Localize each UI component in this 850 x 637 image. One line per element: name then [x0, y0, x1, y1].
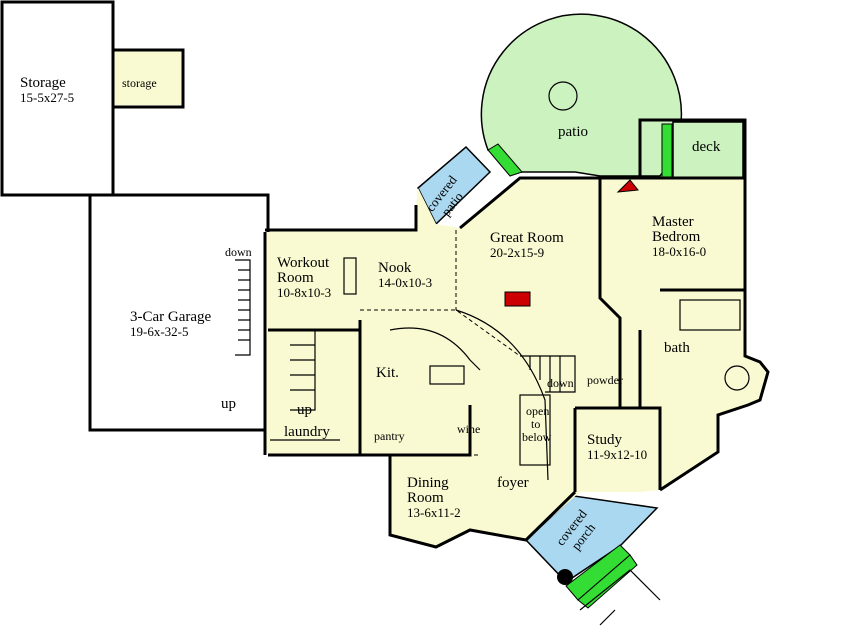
patio-area — [480, 13, 683, 177]
open-label-1: open — [526, 404, 549, 418]
open-to-below-void — [519, 394, 551, 466]
master-title-2: Bedrom — [652, 229, 701, 245]
stair-main — [290, 329, 316, 411]
storage-title: Storage — [20, 75, 66, 91]
entry-steps — [487, 123, 673, 609]
great-room-title: Great Room — [490, 230, 564, 246]
interior-wall — [573, 406, 662, 492]
master-dim: 18-0x16-0 — [652, 244, 706, 259]
tub — [724, 365, 750, 391]
great-room-dim: 20-2x15-9 — [490, 245, 544, 260]
storage-small-label: storage — [122, 76, 157, 90]
step-green — [487, 143, 523, 177]
tub-frame — [679, 299, 741, 331]
down-label-2: down — [547, 376, 574, 390]
deck-label: deck — [692, 139, 721, 155]
interior-floor — [712, 353, 762, 403]
walkway — [579, 569, 661, 626]
storage-small-wall — [113, 48, 185, 109]
patio-table-icon — [548, 81, 578, 111]
garage-title: 3-Car Garage — [130, 309, 212, 325]
up-label-1: up — [221, 396, 236, 412]
workout-dim: 10-8x10-3 — [277, 285, 331, 300]
step-green — [661, 123, 673, 179]
patio-shape — [480, 13, 683, 177]
kitchen-counter — [389, 327, 481, 371]
study-title: Study — [587, 432, 623, 448]
interior-floor — [113, 50, 181, 105]
step-green — [577, 554, 638, 609]
open-label-3: below — [522, 430, 552, 444]
house-outer-wall — [265, 176, 770, 549]
counter — [343, 257, 357, 295]
pantry-label: pantry — [374, 429, 405, 443]
workout-title-1: Workout — [277, 255, 330, 271]
foyer-label: foyer — [497, 475, 529, 491]
fireplace-icon — [504, 291, 531, 307]
master-title-1: Master — [652, 214, 694, 230]
open-label-2: to — [531, 417, 540, 431]
dining-title-2: Room — [407, 490, 444, 506]
garage-wall — [88, 193, 270, 455]
bath-label: bath — [664, 340, 690, 356]
down-label-1: down — [225, 245, 252, 259]
study-dim: 11-9x12-10 — [587, 447, 647, 462]
powder-label: powder — [587, 373, 623, 387]
wine-label: wine — [457, 422, 480, 436]
workout-title-2: Room — [277, 270, 314, 286]
nook-title: Nook — [378, 260, 412, 276]
garage-dim: 19-6x-32-5 — [130, 324, 189, 339]
nook-dim: 14-0x10-3 — [378, 275, 432, 290]
stair-foyer — [520, 355, 576, 393]
stair-garage — [235, 259, 251, 356]
patio-label: patio — [558, 124, 588, 140]
storage-dim: 15-5x27-5 — [20, 90, 74, 105]
fixtures — [235, 179, 750, 626]
fireplace-master-icon — [616, 179, 639, 193]
kitchen-label: Kit. — [376, 365, 399, 381]
dining-dim: 13-6x11-2 — [407, 505, 461, 520]
walls — [0, 0, 770, 549]
interior-floor — [575, 408, 660, 492]
house-outer-wall — [638, 118, 747, 178]
post-icon — [557, 569, 573, 585]
interior-wall — [598, 178, 622, 408]
curved-wall — [455, 309, 549, 481]
dining-title-1: Dining — [407, 475, 449, 491]
island — [429, 365, 465, 385]
up-label-2: up — [297, 402, 312, 418]
laundry-label: laundry — [284, 424, 330, 440]
